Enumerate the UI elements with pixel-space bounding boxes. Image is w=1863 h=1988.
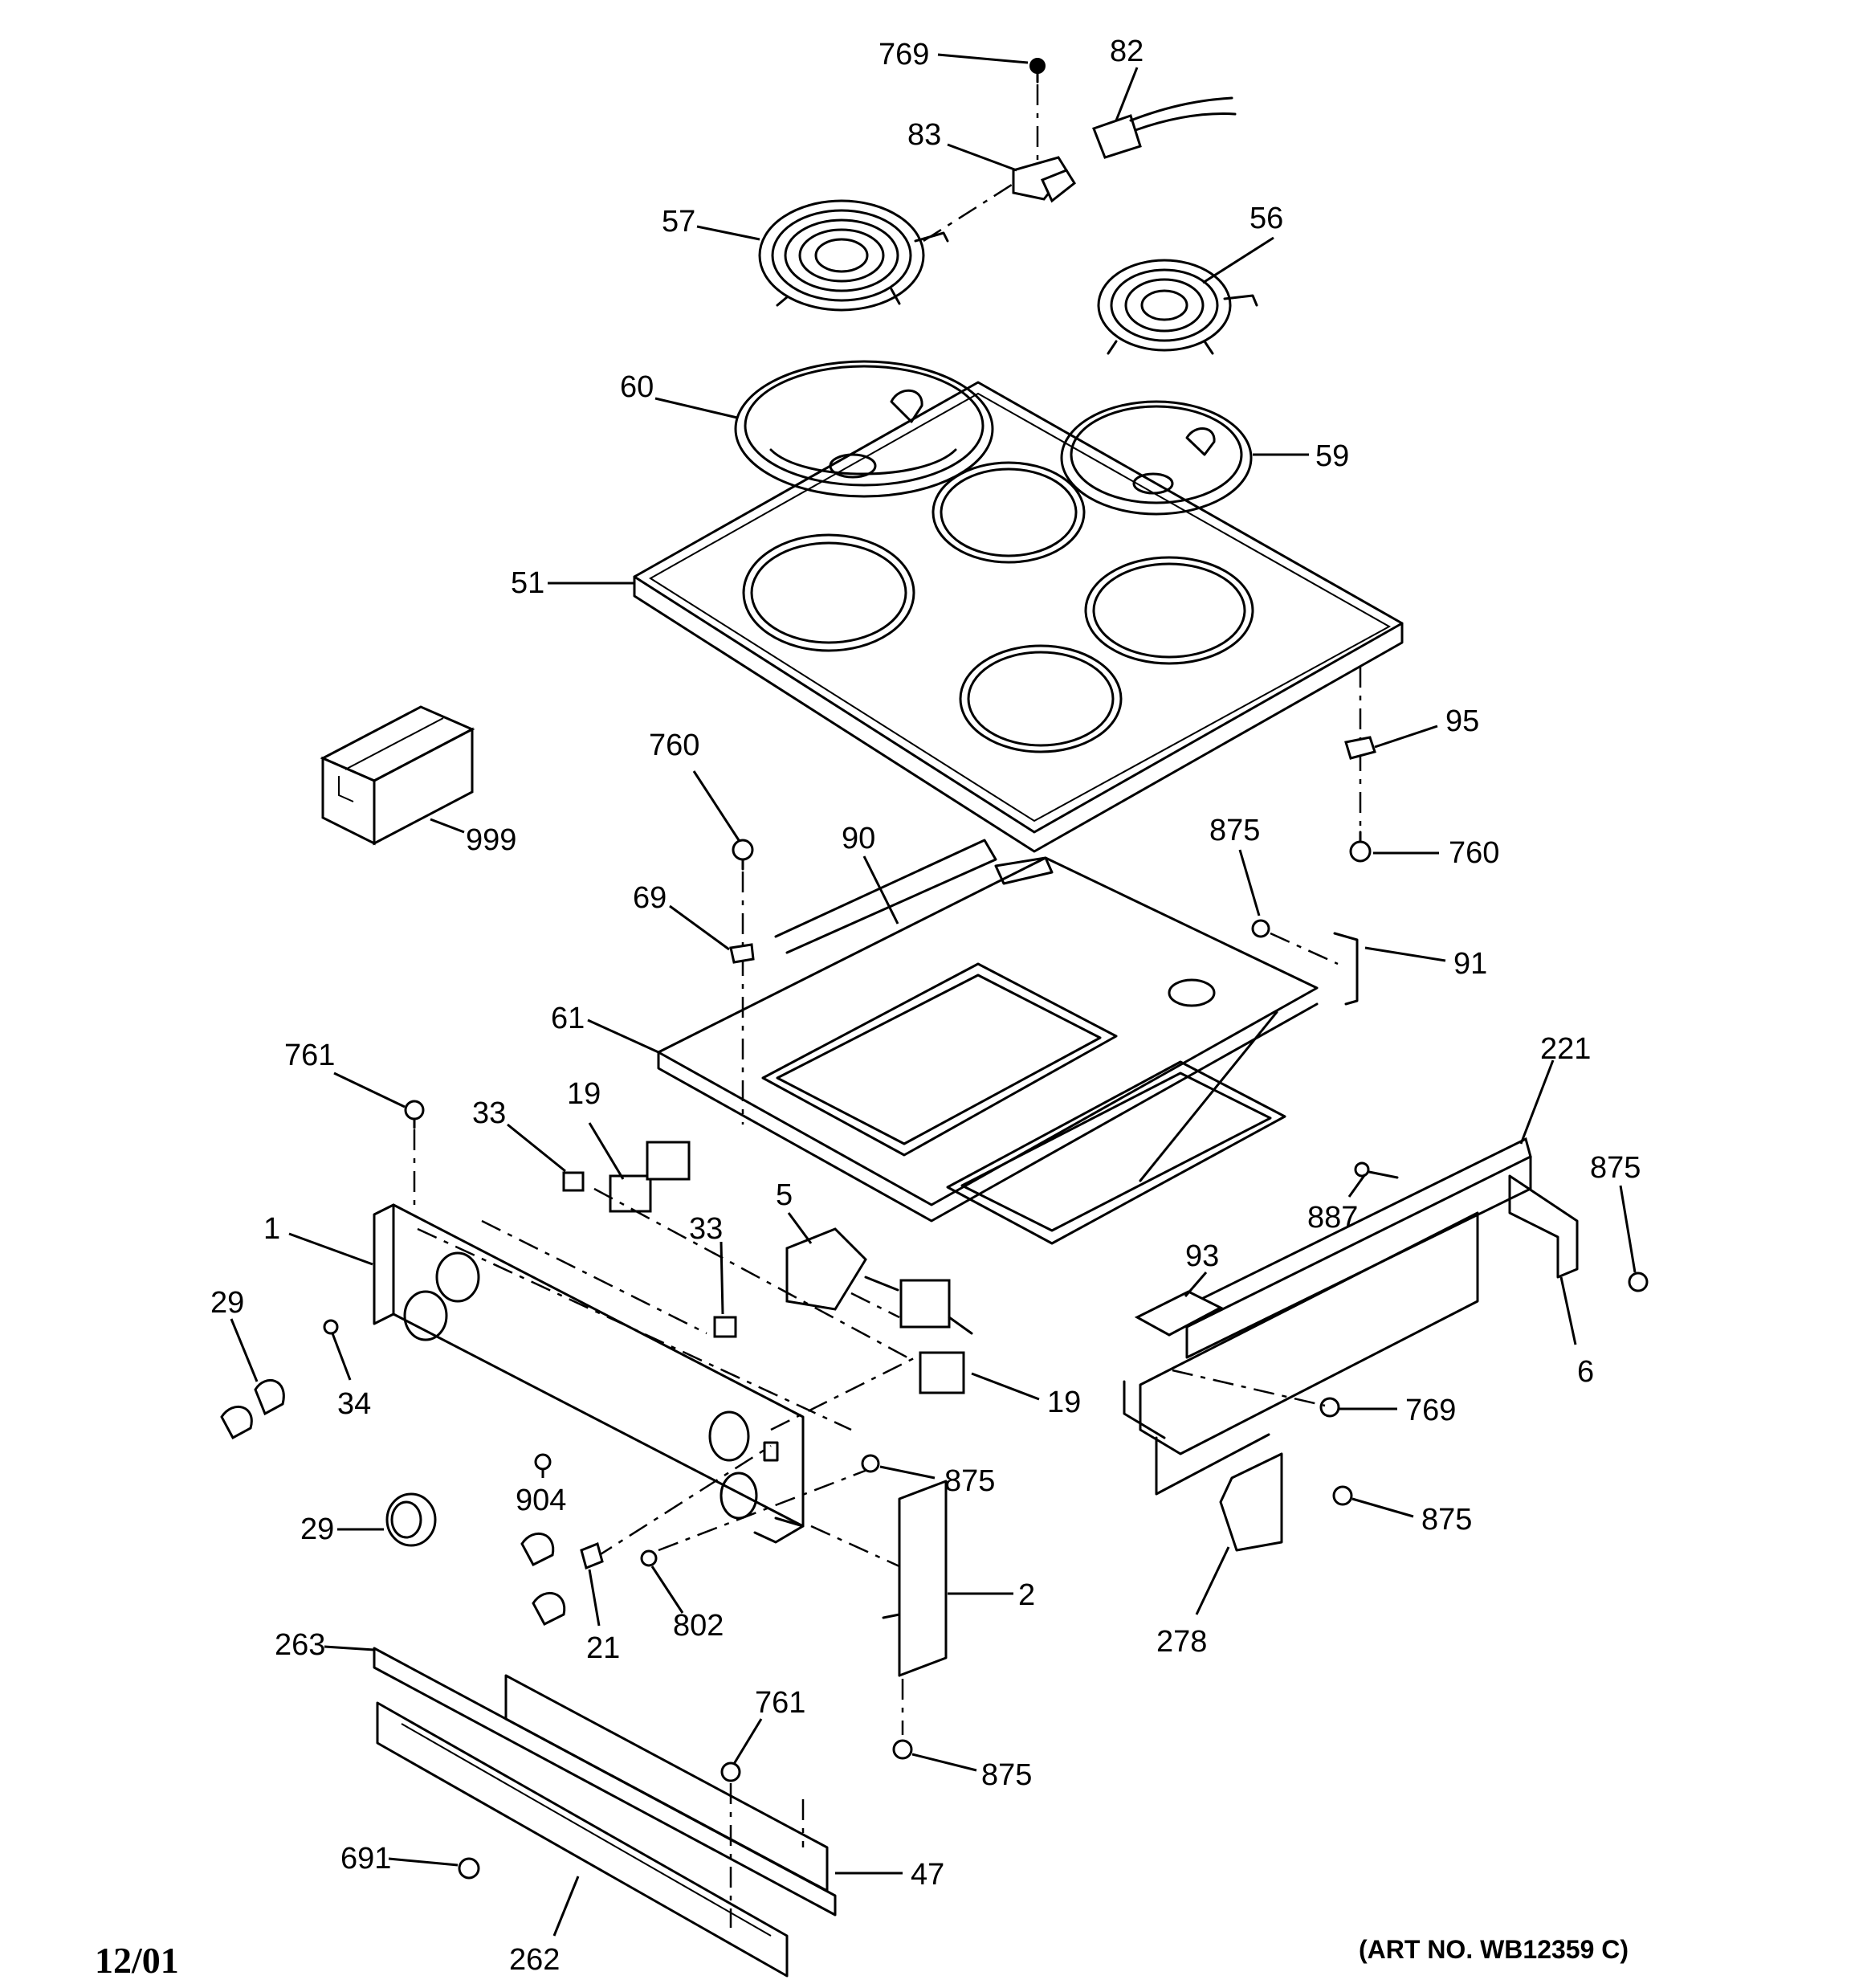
callout-999: 999: [466, 823, 516, 857]
callout-82: 82: [1110, 35, 1143, 68]
part-bracket-91: [1333, 932, 1359, 1006]
callout-691: 691: [340, 1842, 391, 1876]
part-screw-761-left: [404, 1100, 425, 1129]
part-clip-69: [729, 943, 755, 964]
callout-33-mid: 33: [689, 1212, 723, 1246]
part-screw-761-bottom: [720, 1761, 741, 1782]
part-box-999: [320, 705, 475, 846]
callout-769-right: 769: [1405, 1394, 1456, 1427]
part-pin-887: [1354, 1161, 1399, 1179]
callout-875-right: 875: [1590, 1151, 1641, 1185]
part-plate-278: [1219, 1452, 1283, 1552]
date-code: 12/01: [95, 1940, 179, 1981]
callout-83: 83: [907, 118, 941, 152]
callout-1: 1: [263, 1212, 280, 1246]
part-plug-904: [534, 1453, 552, 1471]
part-burner-box-61: [657, 856, 1319, 1245]
part-rear-bracket: [1123, 1211, 1479, 1496]
callout-29-bottom: 29: [300, 1512, 334, 1546]
callout-278: 278: [1156, 1625, 1207, 1659]
part-screw-875-mid: [1251, 919, 1270, 938]
callout-875-bottom: 875: [981, 1758, 1032, 1792]
callout-60: 60: [620, 370, 654, 404]
art-number: (ART NO. WB12359 C): [1359, 1935, 1629, 1964]
callout-47: 47: [911, 1858, 944, 1892]
callout-761-left: 761: [284, 1039, 335, 1072]
callout-904: 904: [516, 1484, 566, 1517]
part-screw-760-right: [1349, 831, 1372, 863]
callout-761-bottom: 761: [755, 1686, 805, 1720]
part-screw-760-left: [732, 839, 754, 871]
callout-875-a: 875: [944, 1464, 995, 1498]
callout-56: 56: [1249, 202, 1283, 235]
callout-19-left: 19: [567, 1077, 601, 1111]
callout-57: 57: [662, 205, 695, 239]
part-screw-875-a: [861, 1454, 880, 1473]
part-switch-33-left: [562, 1171, 585, 1192]
part-knob-29-top: [220, 1378, 285, 1440]
callout-802: 802: [673, 1609, 724, 1643]
part-screw-769-right: [1319, 1397, 1340, 1418]
part-label-93: [1134, 1290, 1224, 1337]
callout-875-mid: 875: [1209, 814, 1260, 847]
part-screw-875-bottom: [892, 1739, 913, 1760]
part-side-panel-6: [1508, 1174, 1579, 1279]
callout-769-top: 769: [879, 38, 929, 71]
callout-33-left: 33: [472, 1096, 506, 1130]
callout-760-right: 760: [1449, 836, 1499, 870]
part-drip-pan-60: [734, 360, 994, 498]
callout-760-left: 760: [649, 729, 699, 762]
callout-93: 93: [1185, 1239, 1219, 1273]
callout-875-b: 875: [1421, 1503, 1472, 1537]
callout-61: 61: [551, 1002, 585, 1035]
part-screw-875-lower-right: [1332, 1485, 1353, 1506]
part-screw-34: [323, 1319, 339, 1335]
part-switch-33-mid: [713, 1316, 737, 1338]
part-screw-802: [640, 1549, 658, 1567]
callout-221: 221: [1540, 1032, 1591, 1066]
part-drip-pan-59: [1060, 400, 1253, 516]
part-bracket-2: [882, 1480, 948, 1677]
callout-6: 6: [1577, 1355, 1594, 1389]
callout-91: 91: [1453, 947, 1487, 981]
callout-262: 262: [509, 1943, 560, 1977]
callout-2: 2: [1018, 1578, 1035, 1612]
part-knob-loose-2: [532, 1591, 566, 1626]
callout-5: 5: [776, 1178, 793, 1212]
part-screw-691: [458, 1857, 480, 1880]
part-switch-19-right: [919, 1351, 965, 1394]
callout-95: 95: [1445, 704, 1479, 738]
part-clip-95: [1344, 736, 1376, 760]
callout-59: 59: [1315, 439, 1349, 473]
callout-19-right: 19: [1047, 1386, 1081, 1419]
part-clip-21: [580, 1541, 604, 1570]
part-screw-875-right: [1628, 1272, 1649, 1292]
part-vent-262: [376, 1701, 789, 1978]
callout-69: 69: [633, 881, 667, 915]
part-switch-5: [785, 1227, 973, 1335]
callout-21: 21: [586, 1631, 620, 1665]
part-cooktop-51: [633, 381, 1404, 853]
part-knob-29-bottom: [385, 1492, 437, 1547]
part-surface-element-57: [758, 199, 949, 312]
callout-887: 887: [1307, 1201, 1358, 1235]
part-wire-connector-82: [1092, 96, 1237, 159]
part-vent-rail-47: [504, 1674, 829, 1892]
callout-34: 34: [337, 1387, 371, 1421]
callout-29-top: 29: [210, 1286, 244, 1320]
part-screw-769-top: [1029, 58, 1046, 161]
part-surface-element-56: [1097, 259, 1258, 355]
callout-90: 90: [842, 822, 875, 855]
callout-263: 263: [275, 1628, 325, 1662]
part-control-panel-1: [373, 1203, 805, 1544]
part-knob-loose-1: [520, 1532, 555, 1566]
part-terminal-block-83: [1012, 156, 1076, 203]
callout-51: 51: [511, 566, 544, 600]
part-switch-19-left: [609, 1141, 691, 1213]
part-rod-90: [774, 839, 997, 954]
